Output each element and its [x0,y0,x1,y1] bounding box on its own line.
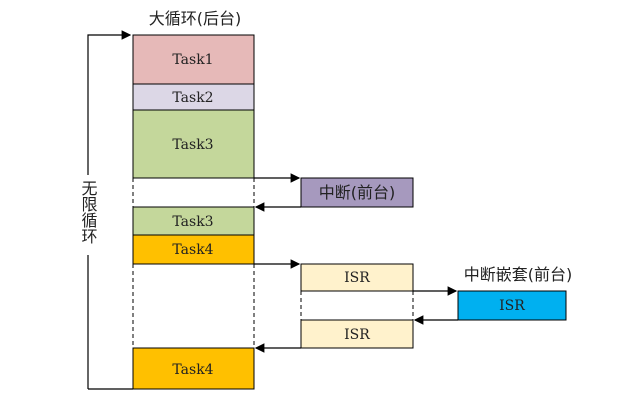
task1-label: Task1 [172,52,213,68]
task4-resume-label: Task4 [172,362,213,378]
nested-isr-block [457,290,567,321]
task4-label: Task4 [172,242,213,258]
loop-arrow [87,30,132,389]
isr-resume-block [300,319,414,349]
interrupt-label: 中断(前台) [319,183,396,202]
isr-resume-label: ISR [344,327,370,343]
loop-label: 无限循环 [79,180,98,244]
loop-label-bg [78,175,98,255]
task3-label: Task3 [172,137,213,153]
task3-resume-label: Task3 [172,214,213,230]
interrupt-block [300,177,414,208]
nested-interrupt-label: 中断嵌套(前台) [464,265,573,284]
task3-resume-block [132,206,255,236]
dashed-gaps [132,178,414,348]
task4-resume-block [132,347,255,390]
task2-label: Task2 [172,90,213,106]
task1-block [132,34,255,85]
isr-label: ISR [344,270,370,286]
task4-block [132,234,255,265]
title: 大循环(后台) [149,9,242,28]
isr-block [300,263,414,292]
nested-isr-label: ISR [499,298,525,314]
task2-block [132,83,255,111]
task3-block [132,109,255,179]
